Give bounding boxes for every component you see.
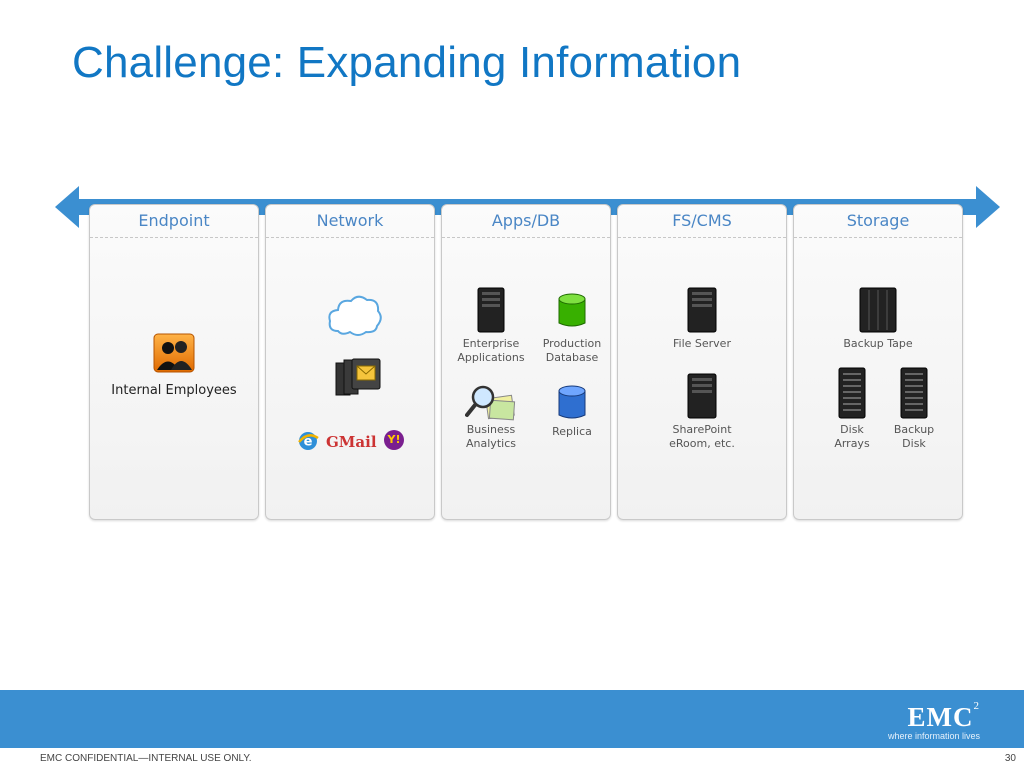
slide-title: Challenge: Expanding Information: [72, 38, 742, 87]
database-icon: [558, 293, 586, 327]
enterprise-applications-label: Enterprise Applications: [457, 337, 525, 364]
panel-header-apps-db: Apps/DB: [442, 205, 610, 238]
panel-endpoint: Endpoint Internal Employees: [89, 204, 259, 520]
replica-label: Replica: [552, 425, 592, 438]
sharepoint-label: SharePoint eRoom, etc.: [669, 423, 735, 450]
disk-array-icon: [838, 367, 866, 419]
sharepoint-item: SharePoint eRoom, etc.: [618, 373, 786, 451]
enterprise-applications-item: Enterprise Applications: [448, 287, 534, 365]
server-icon: [687, 287, 717, 333]
server-icon: [687, 373, 717, 419]
svg-text:e: e: [304, 435, 313, 450]
panel-header-fs-cms: FS/CMS: [618, 205, 786, 238]
panel-network: Network e GMail Y!: [265, 204, 435, 520]
tape-library-icon: [859, 287, 897, 333]
internal-employees-item: Internal Employees: [90, 333, 258, 399]
file-server-label: File Server: [673, 337, 731, 350]
mail-server-icon: [335, 358, 381, 396]
webmail-icons: e GMail Y!: [296, 427, 408, 455]
panel-header-endpoint: Endpoint: [90, 205, 258, 238]
cloud-icon: [328, 295, 382, 336]
backup-disk-item: Backup Disk: [884, 367, 944, 451]
file-server-item: File Server: [618, 287, 786, 351]
production-database-label: Production Database: [542, 337, 602, 364]
disk-arrays-item: Disk Arrays: [822, 367, 882, 451]
magnifier-icon: [465, 385, 516, 421]
internal-employees-label: Internal Employees: [111, 383, 237, 398]
gmail-icon: GMail: [326, 433, 377, 451]
yahoo-icon: Y!: [384, 430, 404, 450]
replica-item: Replica: [534, 385, 610, 439]
panel-fs-cms: FS/CMS File Server SharePoint eRoom, etc…: [617, 204, 787, 520]
business-analytics-label: Business Analytics: [466, 423, 516, 450]
logo-wordmark: EMC2: [907, 700, 980, 732]
panel-storage: Storage Backup Tape Disk Arrays: [793, 204, 963, 520]
panel-header-storage: Storage: [794, 205, 962, 238]
emc-logo: EMC2 where information lives: [887, 700, 980, 741]
backup-tape-label: Backup Tape: [843, 337, 913, 350]
footer-bar: EMC2 where information lives: [0, 690, 1024, 748]
server-icon: [477, 287, 505, 333]
backup-tape-item: Backup Tape: [794, 287, 962, 351]
logo-tagline: where information lives: [887, 731, 980, 741]
panel-apps-db: Apps/DB Enterprise Applications Producti…: [441, 204, 611, 520]
confidential-notice: EMC CONFIDENTIAL—INTERNAL USE ONLY.: [40, 753, 252, 764]
disk-arrays-label: Disk Arrays: [834, 423, 870, 450]
people-icon: [153, 333, 195, 373]
database-icon: [558, 385, 586, 419]
page-number: 30: [1004, 753, 1016, 764]
business-analytics-item: Business Analytics: [448, 383, 534, 451]
disk-array-icon: [900, 367, 928, 419]
production-database-item: Production Database: [534, 293, 610, 365]
panel-header-network: Network: [266, 205, 434, 238]
ie-icon: e: [298, 432, 319, 450]
backup-disk-label: Backup Disk: [893, 423, 935, 450]
